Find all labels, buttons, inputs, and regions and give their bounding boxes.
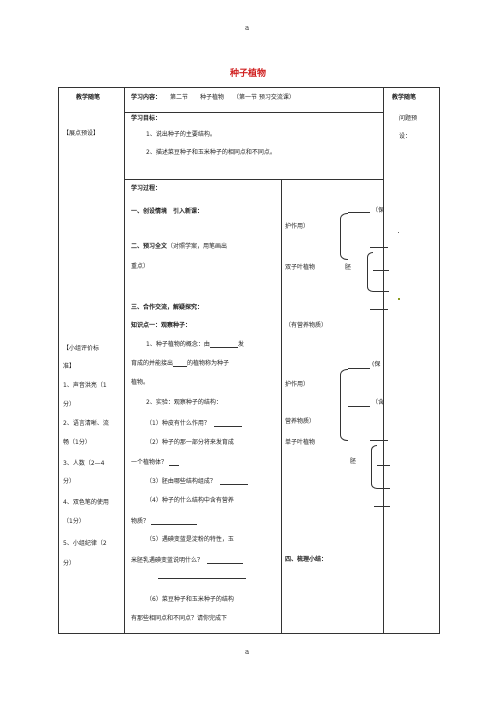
section-preview: 二、预习全文（对照学案，用笔画出 xyxy=(131,244,227,250)
blank-line xyxy=(373,291,389,292)
goal-item: 1、说出种子的主要结构。 xyxy=(146,131,216,138)
question-2-5-cont: 米胚乳遇碘变蓝说明什么？ xyxy=(131,557,244,564)
monocot-label: 单子叶植物 xyxy=(285,439,316,446)
blank-line xyxy=(370,309,388,310)
process-label: 学习过程： xyxy=(131,185,162,192)
criteria-line: 3、人数（2—4 xyxy=(63,460,105,467)
right-note-line2: 设： xyxy=(399,133,412,140)
question-2: 2、实验：观察种子的结构： xyxy=(146,399,222,406)
blank-line xyxy=(169,459,180,466)
question-1-text: 的植物称为种子 xyxy=(187,360,230,367)
answer-line xyxy=(158,578,246,579)
blank-line xyxy=(213,420,242,427)
question-2-2-cont: 一个植物体？ xyxy=(131,459,180,466)
seed-coat-label-2: (保 xyxy=(372,361,381,368)
blank-line xyxy=(348,406,370,407)
section-intro: 一、创设情境 引入新课： xyxy=(131,208,204,215)
criteria-line: 分） xyxy=(63,478,76,485)
question-2-1-text: （1）种皮有什么作用？ xyxy=(146,420,210,427)
question-2-6: （6）菜豆种子和玉米种子的结构 xyxy=(146,596,234,603)
criteria-line: 分） xyxy=(63,401,76,408)
right-col-header: 教学随笔 xyxy=(392,94,417,101)
criteria-line: 畅（1分） xyxy=(63,439,91,446)
question-1-text: 1、种子植物的概念：由 xyxy=(146,341,210,348)
section-preview-cont: 重点） xyxy=(131,263,150,270)
column-divider-right xyxy=(383,88,384,633)
dicot-label: 双子叶植物 xyxy=(285,264,316,271)
embryo-label-2: 胚 xyxy=(350,458,357,465)
blank-line xyxy=(173,360,188,367)
question-2-3: （3）胚由哪些结构组成？ xyxy=(146,478,248,485)
blank-line xyxy=(377,488,390,489)
nutrient-label-2: 营养物质） xyxy=(285,418,316,425)
row-divider-2 xyxy=(124,179,383,180)
content-value: 第二节 种子植物 （第一节 预习交流课） xyxy=(170,94,295,101)
nutrient-label: （有营养物质） xyxy=(285,322,328,329)
left-col-header: 教学随笔 xyxy=(76,94,101,101)
right-note-line1: 问题预 xyxy=(399,115,418,122)
column-divider-left xyxy=(124,88,125,633)
question-2-2: （2）种子的那一部分将来发育成 xyxy=(146,439,234,446)
preview-tag: 【展点预设】 xyxy=(63,130,100,137)
knowledge-point-1: 知识点一：观察种子： xyxy=(131,322,192,329)
blank-line xyxy=(348,212,370,213)
seed-coat-label: （保 xyxy=(372,207,385,214)
lesson-table xyxy=(58,87,440,634)
question-2-5: （5）遇碘变蓝是淀粉的特性，玉 xyxy=(146,536,234,543)
criteria-line: 1、声音洪亮（1 xyxy=(63,382,107,389)
question-2-3-text: （3）胚由哪些结构组成？ xyxy=(146,478,216,485)
question-2-4-cont: 物质？ xyxy=(131,518,198,525)
brace-monocot xyxy=(340,369,348,441)
criteria-line: 分） xyxy=(63,560,76,567)
question-1: 1、种子植物的概念：由 发 xyxy=(146,341,244,348)
blank-line xyxy=(370,247,388,248)
brace-dicot xyxy=(340,213,348,260)
question-2-5-text: 米胚乳遇碘变蓝说明什么？ xyxy=(131,557,204,564)
blank-line xyxy=(374,506,390,507)
blank-line xyxy=(348,368,370,369)
question-1-cont: 育成的并能接出 的植物称为种子 xyxy=(131,360,229,367)
summary-heading: 四、梳理小结： xyxy=(285,556,328,563)
goal-item: 2、描述菜豆种子和玉米种子的相同点和不同点。 xyxy=(146,149,276,156)
section-preview-note: （对照学案，用笔画出 xyxy=(167,243,228,250)
question-1-text: 育成的并能接出 xyxy=(131,360,174,367)
goals-label: 学习目标： xyxy=(131,115,162,122)
blank-line xyxy=(370,440,388,441)
blank-line xyxy=(219,478,248,485)
criteria-line: 2、语言清晰、流 xyxy=(63,420,109,427)
stray-dot xyxy=(398,232,399,233)
section-preview-bold: 二、预习全文 xyxy=(131,243,168,250)
criteria-line: 5、小组纪律（2 xyxy=(63,540,107,547)
question-2-1: （1）种皮有什么作用？ xyxy=(146,420,242,427)
section-explore: 三、合作交流，解疑探究： xyxy=(131,304,204,311)
page-title: 种子植物 xyxy=(229,69,266,79)
blank-line xyxy=(207,557,244,564)
criteria-line: 4、双色笔的使用 xyxy=(63,499,109,506)
blank-line xyxy=(151,518,198,525)
question-1-text: 发 xyxy=(237,341,244,348)
eval-title-line2: 准】 xyxy=(63,363,76,370)
question-2-4-text: 物质？ xyxy=(131,518,150,525)
stray-dot xyxy=(398,298,400,300)
question-1-end: 植物。 xyxy=(131,379,150,386)
inner-divider xyxy=(281,180,282,633)
question-2-6-cont: 有那些相同点和不同点？请你完成下 xyxy=(131,615,228,622)
endosperm-label: （含 xyxy=(372,399,385,406)
brace-embryo-2 xyxy=(371,445,377,489)
question-2-2-text: 一个植物体？ xyxy=(131,459,168,466)
header-mark: a xyxy=(245,24,250,32)
content-label: 学习内容： xyxy=(131,94,162,101)
blank-line xyxy=(209,341,238,348)
footer-mark: a xyxy=(245,648,250,656)
question-2-4: （4）种子的什么结构中含有营养 xyxy=(146,497,234,504)
eval-title-line1: 【小组评价标 xyxy=(63,345,100,352)
embryo-label: 胚 xyxy=(345,264,352,271)
brace-embryo xyxy=(367,252,373,292)
protect-label-2: 护作用） xyxy=(285,381,310,388)
protect-label: 护作用） xyxy=(285,223,310,230)
blank-line xyxy=(373,270,389,271)
row-divider-1 xyxy=(124,112,383,113)
criteria-line: （1分） xyxy=(63,518,85,525)
blank-line xyxy=(377,465,390,466)
